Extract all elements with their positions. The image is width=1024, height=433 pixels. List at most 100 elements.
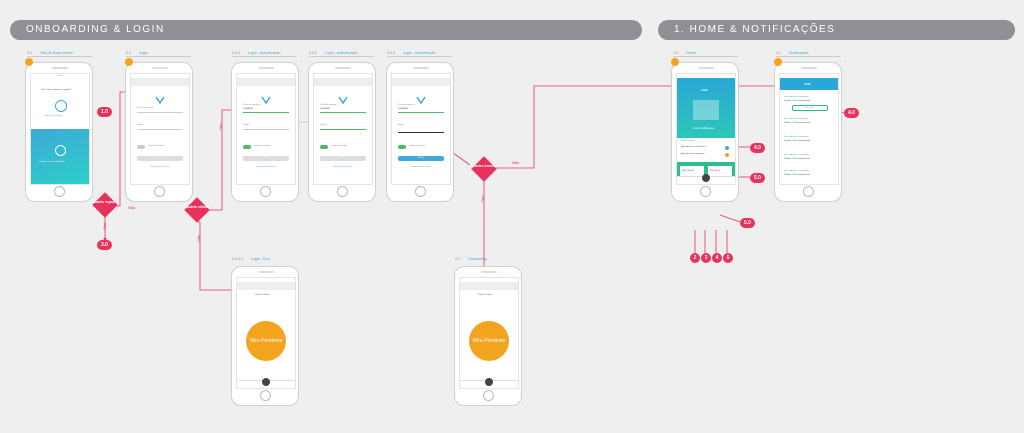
forgot-password-link[interactable]: Esqueci minha senha [333, 166, 353, 168]
status-bar: ●●● [58, 75, 62, 77]
order-item-1[interactable]: Aguardando confirmação [681, 146, 706, 148]
notification-item[interactable]: Seu pedido foi atualizado [784, 96, 809, 98]
id-field-label: ID do funcionário [320, 104, 337, 106]
decision-user-logged: Usuário logado? [92, 192, 118, 218]
home-button [154, 186, 165, 197]
decision-user-valid: Usuário válido? [184, 197, 210, 223]
speaker [258, 271, 274, 273]
option-client[interactable]: Sou/já sou cliente [45, 115, 63, 117]
speaker [258, 67, 274, 69]
screen-marker-dot [25, 58, 33, 66]
notification-button-label: Ver mais [805, 106, 814, 109]
screen: Voltar ao Início Wire Pendente [459, 277, 519, 389]
notification-sub: Pedido #1234 aguardando [784, 100, 810, 102]
nav-badge: 2 [690, 253, 700, 263]
summary-card[interactable]: R$ 1.200,00 [680, 166, 704, 178]
id-field[interactable] [320, 112, 366, 113]
edge-label-no: Não [512, 160, 520, 165]
profile-icon[interactable] [55, 100, 67, 112]
nav-badge: 5 [723, 253, 733, 263]
remember-toggle[interactable] [320, 145, 328, 149]
notification-item[interactable]: Seu pedido foi atualizado [784, 170, 809, 172]
forgot-password-link[interactable]: Esqueci minha senha [150, 166, 170, 168]
label-rule [27, 56, 92, 57]
notification-sub: Pedido #1234 aguardando [784, 140, 810, 142]
forgot-password-link[interactable]: Esqueci minha senha [256, 166, 276, 168]
phone-error: Voltar ao Menu Wire Pendente [231, 266, 299, 406]
decision-first-access: Primeiro Acesso? [470, 156, 498, 182]
password-field[interactable] [243, 129, 289, 130]
tab-center-button[interactable] [702, 174, 710, 182]
edge-label-no: Não [128, 205, 136, 210]
tab-center-button[interactable] [262, 378, 270, 386]
app-bar [460, 282, 518, 290]
tab-bar [677, 174, 735, 184]
login-button[interactable]: Entrar [243, 156, 289, 161]
summary-value: R$ 1.200,00 [682, 170, 694, 172]
screen: Café Café de Bamaer Seus Pedidos Aguarda… [676, 73, 736, 185]
label-rule [232, 56, 297, 57]
order-item-2-icon [725, 153, 729, 157]
password-field-label: Senha [243, 124, 250, 126]
screen: ●●● Olá. Como podemos te ajudar? Sou/já … [30, 73, 90, 185]
section-bar-onboarding: ONBOARDING & LOGIN [10, 20, 642, 40]
id-field[interactable] [243, 112, 289, 113]
speaker [801, 67, 817, 69]
summary-value: R$ 850,00 [710, 170, 721, 172]
notification-item[interactable]: Seu pedido foi atualizado [784, 154, 809, 156]
forgot-password-link[interactable]: Esqueci minha senha [411, 166, 431, 168]
home-button [260, 390, 271, 401]
remember-toggle[interactable] [398, 145, 406, 149]
phone-welcome: ●●● Olá. Como podemos te ajudar? Sou/já … [25, 62, 93, 202]
password-field-label: Senha [398, 124, 405, 126]
notification-item[interactable]: Seu pedido foi atualizado [784, 136, 809, 138]
password-field[interactable] [137, 129, 183, 130]
app-bar [392, 78, 450, 86]
login-button[interactable]: Entrar [137, 156, 183, 161]
notification-button[interactable]: Ver mais [792, 105, 828, 111]
remember-toggle[interactable] [243, 145, 251, 149]
tab-center-button[interactable] [485, 378, 493, 386]
edge-label-yes: Sim [102, 223, 107, 230]
screen-marker-dot [671, 58, 679, 66]
label-rule [387, 56, 452, 57]
label-rule [776, 56, 841, 57]
notification-item[interactable]: Seu pedido foi atualizado [784, 118, 809, 120]
wire-pending-placeholder: Wire Pendente [469, 321, 509, 361]
speaker [413, 67, 429, 69]
id-field[interactable] [398, 112, 444, 113]
flow-badge: 1.0 [97, 107, 112, 117]
home-button [483, 390, 494, 401]
order-item-1-icon [725, 146, 729, 150]
speaker [335, 67, 351, 69]
app-bar [237, 78, 295, 86]
login-button[interactable]: Entrar [320, 156, 366, 161]
password-field[interactable] [320, 129, 366, 130]
remember-toggle[interactable] [137, 145, 145, 149]
screen: Voltar ao Menu Wire Pendente [236, 277, 296, 389]
phone-notifications: Café Seu pedido foi atualizado Pedido #1… [774, 62, 842, 202]
flow-badge: 4.0 [844, 108, 859, 118]
screen-marker-dot [125, 58, 133, 66]
speaker [152, 67, 168, 69]
flow-badge: 4.0 [750, 143, 765, 153]
nav-badge: 3 [701, 253, 711, 263]
login-button[interactable]: Entrar [398, 156, 444, 161]
option-new-banner[interactable]: Um jeito novo de trabalhar [31, 129, 89, 184]
id-field-label: ID do funcionário [137, 107, 154, 109]
order-item-2[interactable]: Aguardando pagamento [681, 153, 705, 155]
phone-auth-1: ID do funcionário 12345678 Senha Lembrar… [231, 62, 299, 202]
id-field[interactable] [137, 112, 183, 113]
speaker [52, 67, 68, 69]
summary-card[interactable]: R$ 850,00 [708, 166, 732, 178]
flow-badge: 5.0 [750, 173, 765, 183]
label-rule [309, 56, 374, 57]
home-banner-title: Café de Bamaer [693, 126, 715, 130]
password-field[interactable] [398, 132, 444, 133]
